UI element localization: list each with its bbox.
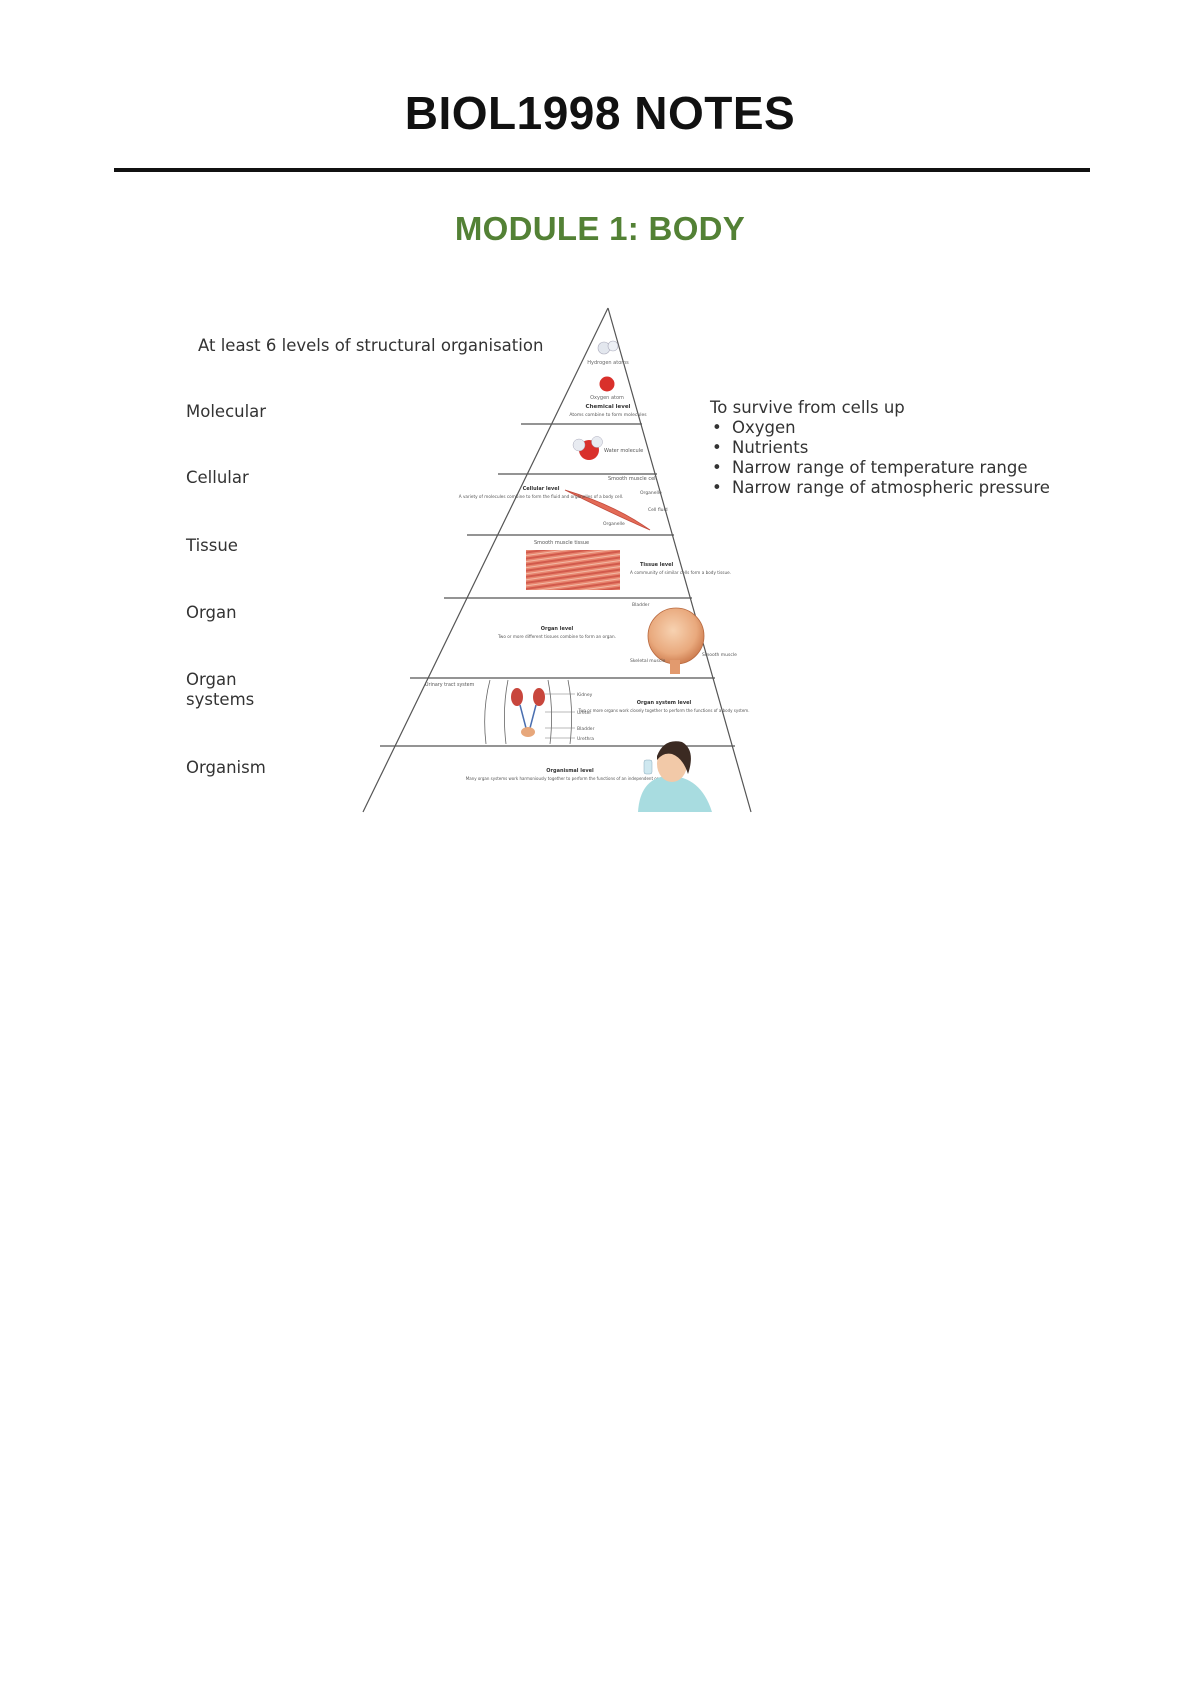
organelle-label-2: Organelle bbox=[603, 521, 625, 527]
ureter-label: Ureter bbox=[577, 710, 591, 716]
level-label-organism: Organism bbox=[186, 758, 266, 777]
oxygen-label: Oxygen atom bbox=[590, 395, 624, 401]
water-label: Water molecule bbox=[604, 448, 643, 454]
tissue-level-desc: A community of similar cells form a body… bbox=[630, 570, 731, 575]
title-divider bbox=[114, 168, 1090, 172]
kidney-icon bbox=[511, 688, 523, 706]
survival-list: Oxygen Nutrients Narrow range of tempera… bbox=[710, 418, 1050, 498]
smooth-muscle-cell-icon bbox=[564, 489, 651, 531]
oxygen-atom-icon bbox=[599, 376, 615, 392]
organismal-level-desc: Many organ systems work harmoniously tog… bbox=[466, 776, 674, 781]
water-molecule-tier: Water molecule bbox=[572, 436, 643, 460]
survival-item: Narrow range of atmospheric pressure bbox=[710, 478, 1050, 498]
figure-caption: At least 6 levels of structural organisa… bbox=[198, 336, 544, 355]
urinary-system-label: Urinary tract system bbox=[425, 682, 475, 688]
smooth-tissue-label: Smooth muscle tissue bbox=[534, 540, 589, 546]
muscle-tissue-icon bbox=[526, 550, 620, 590]
cellular-level-tier: Smooth muscle cell Cellular level A vari… bbox=[459, 476, 668, 531]
pyramid-outline bbox=[362, 307, 752, 813]
level-label-tissue: Tissue bbox=[186, 536, 238, 555]
level-label-molecular: Molecular bbox=[186, 402, 267, 421]
survival-item: Nutrients bbox=[710, 438, 1050, 458]
cellular-level-desc: A variety of molecules combine to form t… bbox=[459, 494, 624, 499]
survival-heading: To survive from cells up bbox=[710, 398, 905, 417]
cellular-level-title: Cellular level bbox=[523, 486, 560, 492]
chemical-level-tier: Hydrogen atoms Oxygen atom Chemical leve… bbox=[569, 340, 647, 418]
module-title: MODULE 1: BODY bbox=[454, 210, 746, 247]
cell-fluid-label: Cell fluid bbox=[648, 507, 668, 513]
organ-system-title: Organ system level bbox=[637, 700, 692, 706]
urethra-label: Urethra bbox=[577, 736, 594, 742]
person-drinking-icon bbox=[638, 741, 712, 812]
urinary-bladder-icon bbox=[521, 727, 535, 737]
chemical-level-desc: Atoms combine to form molecules bbox=[569, 412, 647, 418]
organismal-tier: Organismal level Many organ systems work… bbox=[466, 741, 712, 812]
skeletal-muscle-label: Skeletal muscle bbox=[630, 658, 666, 664]
level-label-organ: Organ bbox=[186, 603, 237, 622]
organismal-level-title: Organismal level bbox=[546, 768, 594, 774]
bladder-icon bbox=[647, 607, 705, 665]
document-title: BIOL1998 NOTES bbox=[404, 87, 796, 139]
chemical-level-title: Chemical level bbox=[586, 404, 631, 410]
structural-organisation-figure: At least 6 levels of structural organisa… bbox=[160, 300, 1060, 830]
level-label-organ-systems: Organ systems bbox=[186, 670, 255, 709]
tissue-level-title: Tissue level bbox=[640, 562, 674, 568]
survival-item: Oxygen bbox=[710, 418, 1050, 438]
smooth-cell-label: Smooth muscle cell bbox=[608, 476, 657, 482]
organ-system-tier: Urinary tract system Kidney Ureter Bladd… bbox=[425, 679, 750, 745]
bladder-label-2: Bladder bbox=[577, 726, 595, 732]
survival-requirements: To survive from cells up Oxygen Nutrient… bbox=[710, 398, 1050, 498]
bladder-label: Bladder bbox=[632, 602, 650, 608]
smooth-muscle-label: Smooth muscle bbox=[702, 652, 737, 658]
organ-system-desc: Two or more organs work closely together… bbox=[578, 708, 750, 713]
level-label-cellular: Cellular bbox=[186, 468, 249, 487]
organ-level-tier: Bladder Organ level Two or more differen… bbox=[497, 602, 737, 674]
organisation-pyramid: Hydrogen atoms Oxygen atom Chemical leve… bbox=[362, 307, 752, 813]
tissue-level-tier: Smooth muscle tissue Tissue level A comm… bbox=[526, 540, 731, 590]
survival-item: Narrow range of temperature range bbox=[710, 458, 1050, 478]
kidney-label: Kidney bbox=[577, 692, 593, 698]
organelle-label: Organelle bbox=[640, 490, 662, 496]
organ-level-desc: Two or more different tissues combine to… bbox=[497, 634, 616, 639]
hydrogen-label: Hydrogen atoms bbox=[587, 360, 629, 366]
organ-level-title: Organ level bbox=[541, 626, 574, 632]
